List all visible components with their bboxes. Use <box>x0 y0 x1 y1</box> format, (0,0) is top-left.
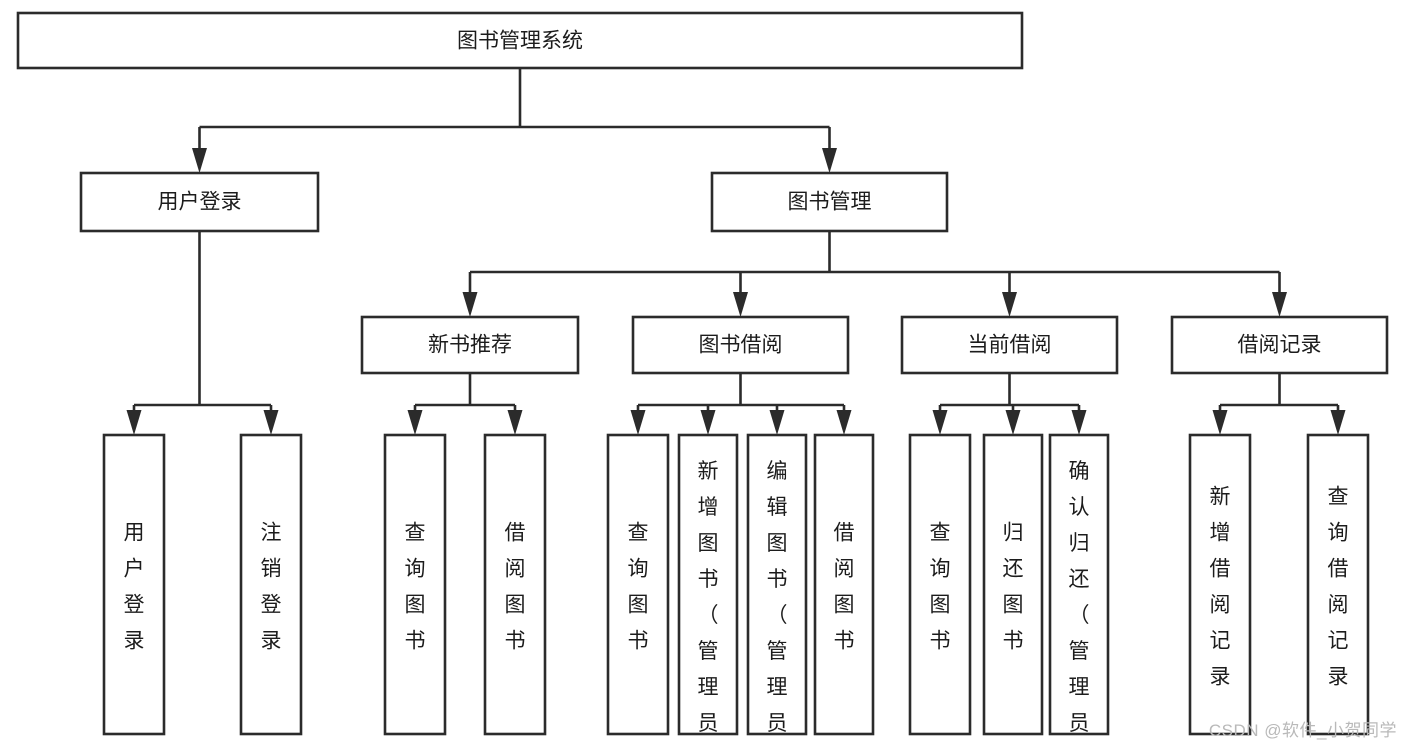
connector-group-new-book-rec <box>407 373 523 435</box>
node-current-borrow-box[interactable] <box>900 315 1119 375</box>
node-leaf-query-book-3-label: 查询图书 <box>930 522 951 653</box>
node-book-borrow-box[interactable] <box>631 315 850 375</box>
arrow-head-borrow-record <box>1272 292 1287 317</box>
node-leaf-query-borrow-record-label: 查询借阅记录 <box>1328 486 1349 689</box>
node-borrow-record-label: 借阅记录 <box>1238 334 1322 357</box>
node-book-manage[interactable]: 图书管理 <box>710 171 949 233</box>
arrow-head-leaf-user-logout <box>263 410 279 435</box>
connector-group-borrow-record <box>1212 373 1346 435</box>
arrow-head-leaf-add-book-admin <box>700 410 716 435</box>
node-current-borrow-label: 当前借阅 <box>968 334 1052 357</box>
node-leaf-user-login[interactable]: 用户登录 <box>102 433 166 736</box>
node-book-borrow-label: 图书借阅 <box>699 334 783 357</box>
node-leaf-edit-book-admin-label: 编辑图书（管理员） <box>767 460 788 747</box>
node-leaf-confirm-return-admin-box[interactable] <box>1048 433 1110 736</box>
node-leaf-edit-book-admin[interactable]: 编辑图书（管理员） <box>746 433 808 747</box>
arrow-head-book-borrow <box>733 292 748 317</box>
node-book-manage-label: 图书管理 <box>788 191 872 214</box>
arrow-head-new-book-rec <box>462 292 478 317</box>
arrow-head-current-borrow <box>1002 292 1017 317</box>
node-book-borrow[interactable]: 图书借阅 <box>631 315 850 375</box>
node-root-box[interactable] <box>16 11 1024 70</box>
node-leaf-borrow-book-2-label: 借阅图书 <box>834 522 855 653</box>
arrow-head-leaf-query-book-3 <box>932 410 948 435</box>
node-leaf-return-book-label: 归还图书 <box>1003 522 1024 653</box>
arrow-head-book-manage <box>822 148 837 173</box>
connector-group-book-borrow <box>630 373 852 435</box>
connector-group-user-login <box>126 231 279 435</box>
node-leaf-query-book-2[interactable]: 查询图书 <box>606 433 670 736</box>
node-leaf-query-borrow-record[interactable]: 查询借阅记录 <box>1306 433 1370 736</box>
node-leaf-query-book-2-box[interactable] <box>606 433 670 736</box>
arrow-head-leaf-borrow-book-2 <box>836 410 852 435</box>
node-current-borrow[interactable]: 当前借阅 <box>900 315 1119 375</box>
node-leaf-query-book-2-label: 查询图书 <box>628 522 649 653</box>
node-leaf-add-book-admin[interactable]: 新增图书（管理员） <box>677 433 739 747</box>
connector-group-book-manage <box>462 231 1287 317</box>
node-new-book-rec[interactable]: 新书推荐 <box>360 315 580 375</box>
arrow-head-leaf-add-borrow-record <box>1212 410 1228 435</box>
node-leaf-user-logout-label: 注销登录 <box>261 522 282 653</box>
connector-group-root <box>192 68 837 173</box>
node-leaf-user-logout[interactable]: 注销登录 <box>239 433 303 736</box>
arrow-head-leaf-confirm-return-admin <box>1071 410 1087 435</box>
node-new-book-rec-label: 新书推荐 <box>428 334 512 357</box>
node-root[interactable]: 图书管理系统 <box>16 11 1024 70</box>
arrow-head-leaf-query-book-1 <box>407 410 423 435</box>
node-user-login-label: 用户登录 <box>158 191 242 214</box>
node-leaf-user-login-label: 用户登录 <box>124 522 145 653</box>
node-leaf-borrow-book-1-box[interactable] <box>483 433 547 736</box>
arrow-head-leaf-borrow-book-1 <box>507 410 523 435</box>
node-new-book-rec-box[interactable] <box>360 315 580 375</box>
node-user-login[interactable]: 用户登录 <box>79 171 320 233</box>
node-borrow-record-box[interactable] <box>1170 315 1389 375</box>
node-leaf-user-logout-box[interactable] <box>239 433 303 736</box>
node-leaf-add-borrow-record[interactable]: 新增借阅记录 <box>1188 433 1252 736</box>
arrow-head-leaf-query-borrow-record <box>1330 410 1346 435</box>
node-leaf-return-book[interactable]: 归还图书 <box>982 433 1044 736</box>
node-leaf-query-book-3-box[interactable] <box>908 433 972 736</box>
node-leaf-add-book-admin-label: 新增图书（管理员） <box>698 460 719 747</box>
arrow-head-leaf-query-book-2 <box>630 410 646 435</box>
node-leaf-borrow-book-1[interactable]: 借阅图书 <box>483 433 547 736</box>
node-leaf-add-borrow-record-label: 新增借阅记录 <box>1210 486 1231 689</box>
connector-group-current-borrow <box>932 373 1087 435</box>
node-leaf-query-borrow-record-box[interactable] <box>1306 433 1370 736</box>
node-leaf-edit-book-admin-box[interactable] <box>746 433 808 736</box>
node-leaf-return-book-box[interactable] <box>982 433 1044 736</box>
arrow-head-user-login <box>192 148 207 173</box>
node-leaf-query-book-1[interactable]: 查询图书 <box>383 433 447 736</box>
csdn-watermark: CSDN @软件_小贺同学 <box>1208 721 1397 740</box>
node-borrow-record[interactable]: 借阅记录 <box>1170 315 1389 375</box>
arrow-head-leaf-edit-book-admin <box>769 410 785 435</box>
arrow-head-leaf-user-login <box>126 410 142 435</box>
node-root-label: 图书管理系统 <box>457 30 583 53</box>
node-leaf-confirm-return-admin-label: 确认归还（管理员） <box>1069 460 1090 747</box>
node-leaf-query-book-3[interactable]: 查询图书 <box>908 433 972 736</box>
node-leaf-borrow-book-2[interactable]: 借阅图书 <box>813 433 875 736</box>
node-leaf-user-login-box[interactable] <box>102 433 166 736</box>
node-leaf-borrow-book-2-box[interactable] <box>813 433 875 736</box>
node-leaf-confirm-return-admin[interactable]: 确认归还（管理员） <box>1048 433 1110 747</box>
node-leaf-borrow-book-1-label: 借阅图书 <box>505 522 526 653</box>
node-user-login-box[interactable] <box>79 171 320 233</box>
arrow-head-leaf-return-book <box>1005 410 1021 435</box>
node-book-manage-box[interactable] <box>710 171 949 233</box>
node-leaf-query-book-1-box[interactable] <box>383 433 447 736</box>
node-leaf-add-borrow-record-box[interactable] <box>1188 433 1252 736</box>
node-leaf-query-book-1-label: 查询图书 <box>405 522 426 653</box>
node-leaf-add-book-admin-box[interactable] <box>677 433 739 736</box>
